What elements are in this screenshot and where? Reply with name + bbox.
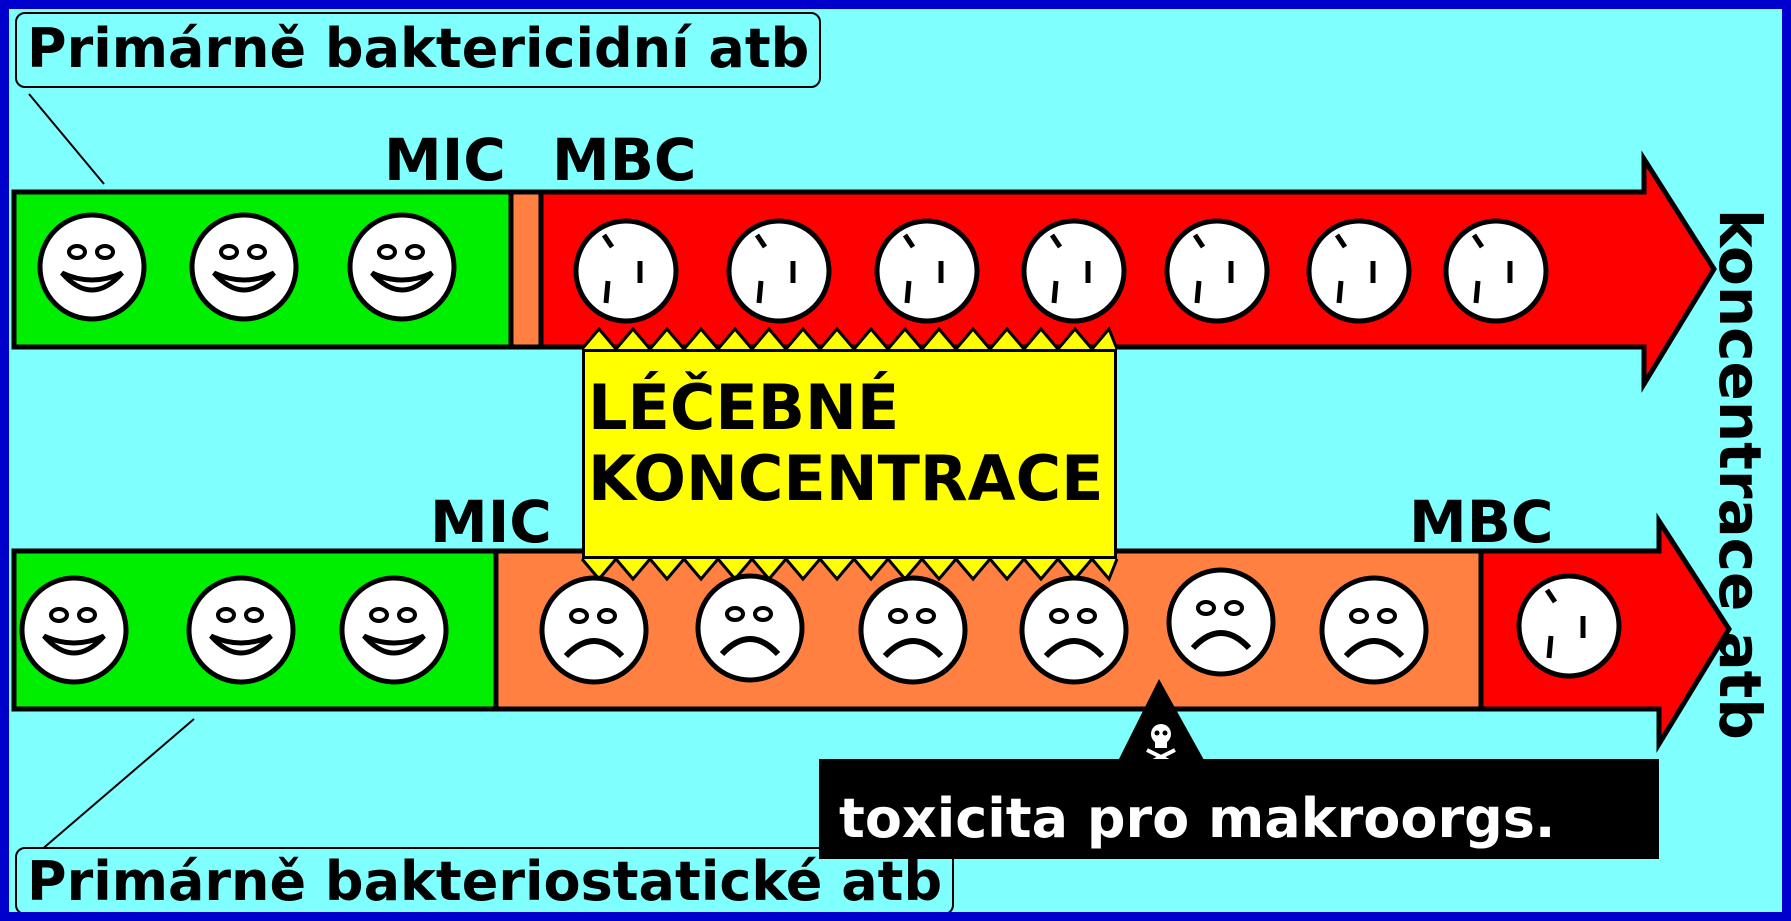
happy-bacterium-icon [40, 215, 144, 319]
dead-bacterium-icon [1519, 576, 1619, 676]
dead-bacterium-icon [1167, 221, 1267, 321]
bottom-mbc-label: MBC [1409, 488, 1554, 556]
sad-bacterium-icon [1169, 570, 1273, 674]
happy-bacterium-icon [22, 578, 126, 682]
sad-bacterium-icon [542, 578, 646, 682]
dead-bacterium-icon [877, 221, 977, 321]
sad-bacterium-icon [1022, 578, 1126, 682]
top-mbc-label: MBC [552, 126, 697, 194]
diagram-graphics [11, 93, 1732, 870]
bottom-mic-label: MIC [430, 488, 552, 556]
top-inhibited-zone [508, 189, 544, 350]
toxicity-label: toxicita pro makroorgs. [819, 759, 1659, 859]
therapeutic-line-2: KONCENTRACE [588, 442, 1104, 516]
dead-bacterium-icon [1024, 221, 1124, 321]
sad-bacterium-icon [1322, 578, 1426, 682]
bottom-title: Primárně bakteriostatické atb [15, 847, 955, 912]
happy-bacterium-icon [342, 578, 446, 682]
dead-bacterium-icon [576, 221, 676, 321]
top-title: Primárně baktericidní atb [15, 12, 822, 88]
dead-bacterium-icon [1446, 221, 1546, 321]
therapeutic-line-1: LÉČEBNÉ [588, 371, 900, 444]
sad-bacterium-icon [698, 576, 802, 680]
top-mic-label: MIC [384, 126, 506, 194]
diagram-canvas: Primárně baktericidní atb Primárně bakte… [9, 9, 1782, 912]
therapeutic-zigzag-bottom [580, 556, 1119, 582]
top-title-connector [28, 93, 105, 185]
dead-bacterium-icon [1309, 221, 1409, 321]
happy-bacterium-icon [189, 578, 293, 682]
happy-bacterium-icon [192, 215, 296, 319]
therapeutic-concentration-box: LÉČEBNÉ KONCENTRACE [582, 349, 1117, 559]
happy-bacterium-icon [350, 215, 454, 319]
toxicity-pointer [1114, 679, 1209, 769]
concentration-axis-label: koncentrace atb [1706, 208, 1774, 740]
dead-bacterium-icon [729, 221, 829, 321]
bottom-title-connector [18, 718, 195, 870]
sad-bacterium-icon [861, 578, 965, 682]
